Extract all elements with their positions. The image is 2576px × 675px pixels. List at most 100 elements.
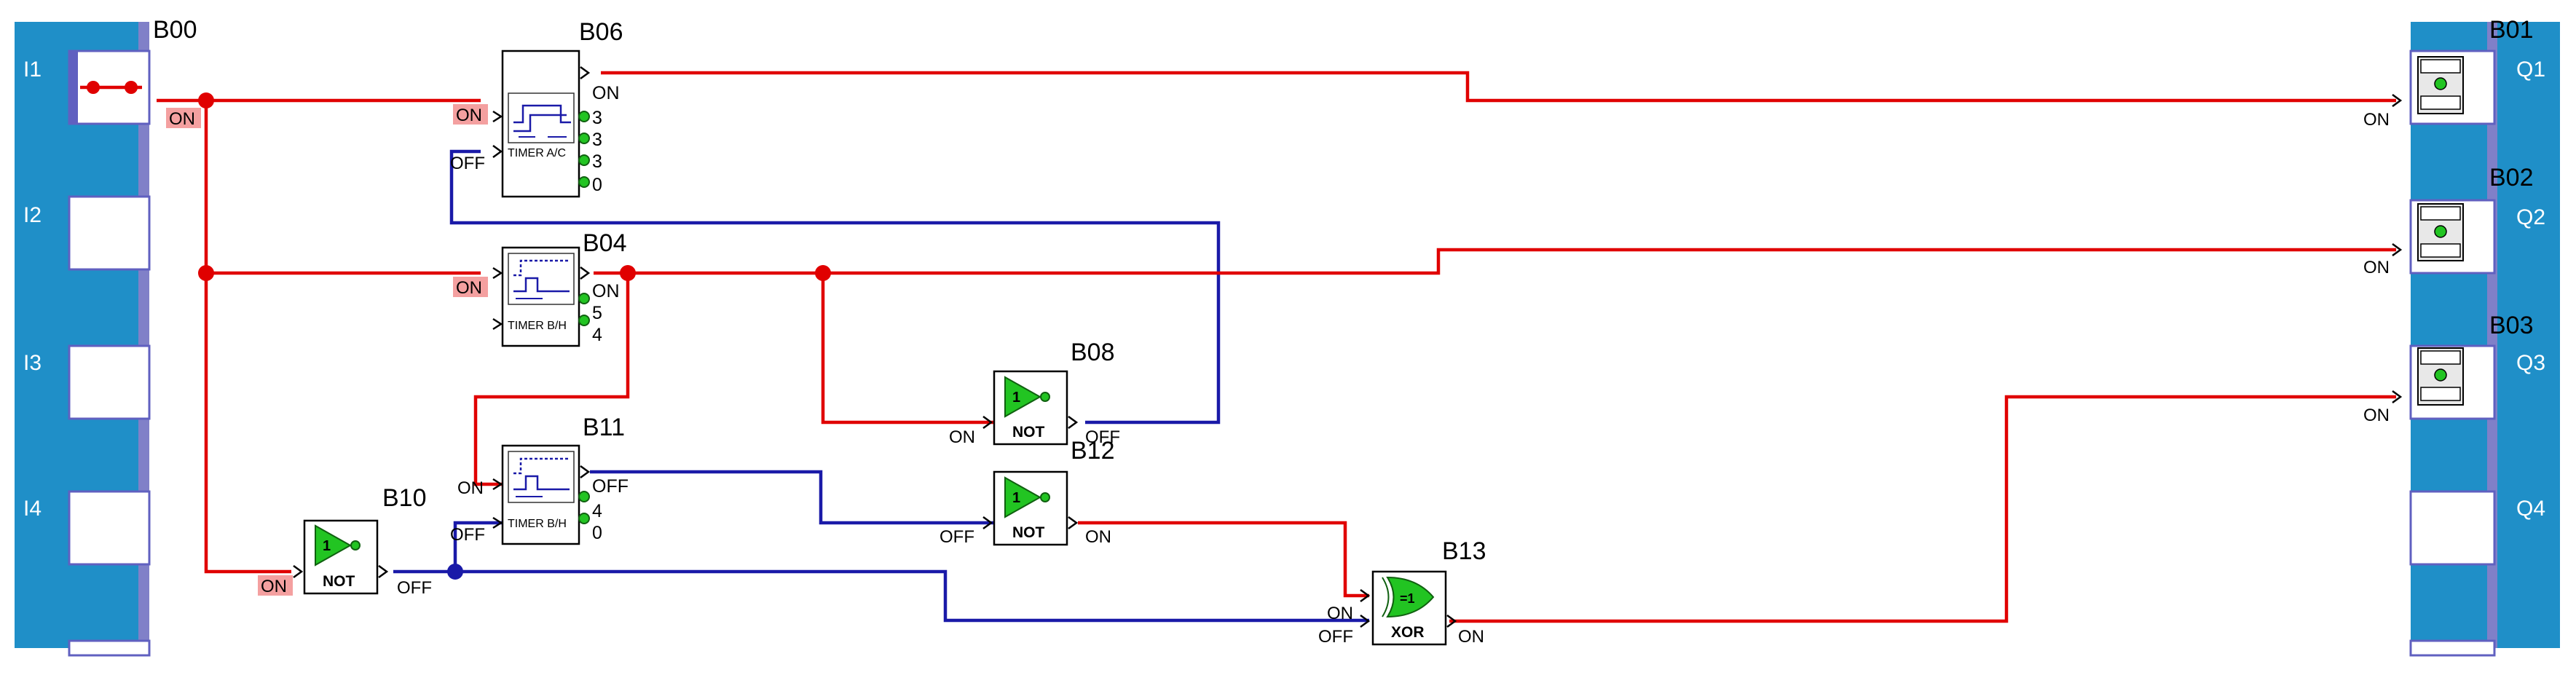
b06-param-dot: [578, 133, 590, 144]
b12-input-pin: [982, 516, 993, 530]
block-b11-timer[interactable]: B11 TIMER B/H OFF 4 0: [492, 414, 629, 545]
b11-pin-label: OFF: [592, 476, 629, 497]
block-b12-not[interactable]: B12 1 NOT: [982, 437, 1115, 546]
b13-output-pin: [1446, 614, 1457, 628]
input-contact-dot: [87, 81, 100, 94]
b06-type: TIMER A/C: [508, 147, 566, 159]
b06-in-state: ON: [456, 106, 482, 125]
input-box-i4[interactable]: [68, 490, 151, 566]
b12-output-pin: [1068, 516, 1079, 530]
output-q4[interactable]: Q4: [2409, 490, 2545, 566]
b11-param-dot: [578, 513, 590, 524]
b08-input-pin: [982, 415, 993, 430]
output-box-partial: [2409, 639, 2496, 657]
state-highlight: [258, 575, 293, 596]
b08-out-state: OFF: [1085, 427, 1120, 447]
block-id-b13: B13: [1442, 537, 1486, 565]
b11-pin-label: 0: [592, 523, 602, 543]
b04-input-pin: [492, 317, 503, 331]
b11-type: TIMER B/H: [508, 518, 567, 530]
b08-type: NOT: [1012, 424, 1045, 441]
b04-param-dot: [578, 293, 590, 304]
block-id-b12: B12: [1071, 437, 1115, 465]
output-q3[interactable]: Q3: [2409, 344, 2545, 420]
b11-input-pin: [492, 516, 503, 529]
block-b06-timer[interactable]: B06 TIMER A/C ON 3 3 3 0: [492, 18, 623, 198]
b06-pin-label: 3: [592, 108, 602, 128]
b04-pin-label: 5: [592, 303, 602, 323]
junction-dot: [447, 564, 463, 580]
b06-in-state: OFF: [450, 154, 485, 173]
b10-type: NOT: [323, 573, 355, 590]
wire-i1-to-b10: [204, 273, 291, 574]
b11-input-pin: [492, 478, 503, 491]
b06-input-pin: [492, 110, 503, 123]
junction-dot: [198, 265, 214, 281]
wire-b04-to-b11: [473, 273, 630, 486]
input-i1[interactable]: I1: [23, 50, 151, 125]
input-i2[interactable]: I2: [23, 195, 151, 271]
input-contact-dot: [125, 81, 138, 94]
output-label-q3: Q3: [2516, 351, 2545, 375]
timer-bh-icon: [508, 253, 575, 305]
input-i3[interactable]: I3: [23, 344, 151, 420]
b04-in-state: ON: [456, 278, 482, 298]
b11-in-state: OFF: [450, 525, 485, 545]
block-id-b04: B04: [583, 229, 627, 257]
output-label-q4: Q4: [2516, 497, 2545, 521]
junction-dot: [815, 265, 831, 281]
b10-in-state: ON: [261, 577, 287, 596]
b06-pin-label: 0: [592, 175, 602, 195]
input-box-i3[interactable]: [68, 344, 151, 420]
output-lamp-icon: [2417, 56, 2464, 114]
b06-param-dot: [578, 154, 590, 166]
timer-ac-icon: [508, 92, 575, 143]
input-box-i2[interactable]: [68, 195, 151, 271]
b11-in-state: ON: [457, 478, 484, 498]
wires: [157, 71, 2396, 623]
wire-b08-to-b06: [449, 149, 1221, 425]
block-id-b00: B00: [153, 16, 197, 44]
wire-i1-to-b04: [204, 100, 481, 275]
b04-pin-label: ON: [592, 281, 620, 301]
b04-type: TIMER B/H: [508, 320, 567, 332]
input-i4[interactable]: I4: [23, 490, 151, 566]
block-b13-xor[interactable]: B13 =1 XOR: [1360, 537, 1486, 646]
output-lamp-icon: [2417, 347, 2464, 406]
input-label-i1: I1: [23, 58, 42, 82]
i1-out-state: ON: [169, 109, 195, 129]
block-b10-not[interactable]: B10 1 NOT: [293, 484, 427, 595]
not-gate-icon: 1: [315, 524, 361, 567]
b13-out-state: ON: [1458, 627, 1484, 647]
block-id-b08: B08: [1071, 339, 1115, 366]
b04-pin-label: 4: [592, 325, 602, 345]
b12-in-state: OFF: [940, 527, 974, 547]
input-box-edge-i1: [69, 51, 78, 124]
junction-dot: [620, 265, 636, 281]
block-b08-not[interactable]: B08 1 NOT: [982, 339, 1115, 446]
b08-output-pin: [1068, 415, 1079, 430]
wire-b10-to-b13: [393, 569, 1369, 623]
block-b04-timer[interactable]: B04 TIMER B/H ON 5 4: [492, 229, 627, 347]
b13-input-pin: [1360, 614, 1371, 628]
b08-symbol: 1: [1012, 390, 1020, 406]
b06-pin-label: ON: [592, 83, 620, 103]
block-id-b10: B10: [382, 484, 427, 512]
b10-output-pin: [378, 564, 389, 579]
b06-param-dot: [578, 111, 590, 122]
b13-type: XOR: [1391, 624, 1425, 641]
b13-in-state: OFF: [1318, 627, 1353, 647]
state-highlight: [453, 277, 488, 297]
q2-in-state: ON: [2363, 258, 2390, 277]
output-q1[interactable]: Q1: [2409, 50, 2545, 125]
b12-type: NOT: [1012, 524, 1045, 541]
wire-b11-to-b12: [590, 470, 999, 525]
b06-output-pin: [580, 66, 591, 80]
output-q2[interactable]: Q2: [2409, 199, 2545, 275]
input-label-i2: I2: [23, 203, 42, 227]
output-box-q4[interactable]: [2409, 490, 2496, 566]
state-highlight: [166, 108, 201, 128]
block-id-b01: B01: [2489, 16, 2534, 44]
output-label-q2: Q2: [2516, 205, 2545, 229]
